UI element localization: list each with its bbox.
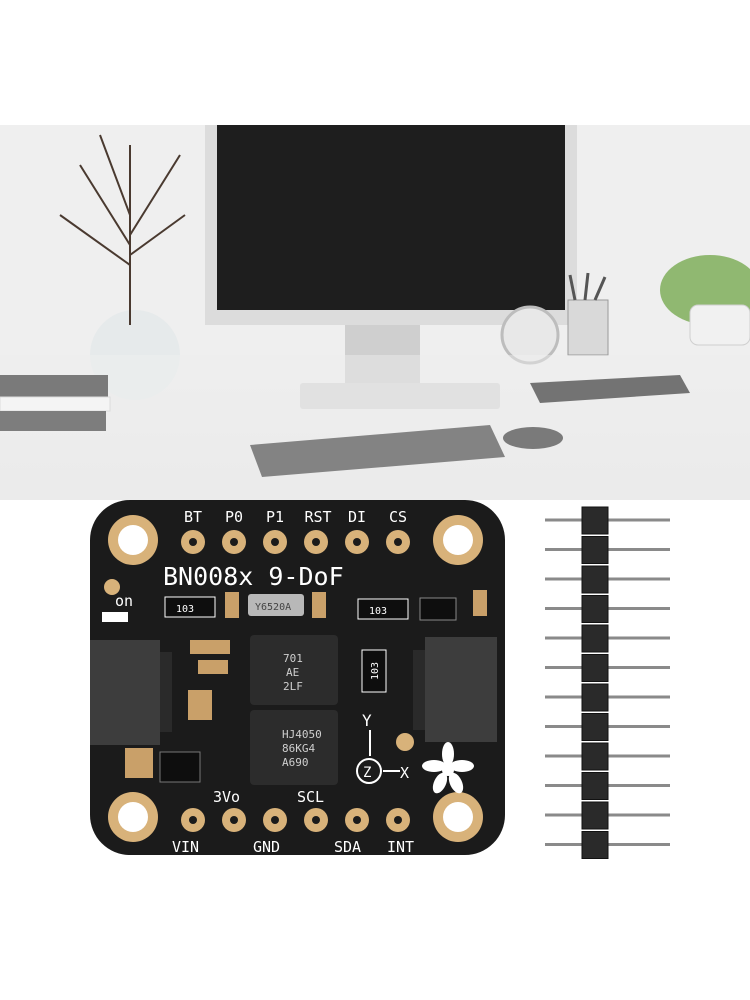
mounting-hole: [433, 792, 483, 842]
header-pin-block: [581, 831, 609, 859]
pin-label-vin: VIN: [172, 838, 199, 856]
header-pin-block: [581, 742, 609, 771]
board-title: BN008x 9-DoF: [163, 562, 344, 591]
axis-x-label: X: [400, 764, 409, 782]
desk-clock: [500, 305, 560, 365]
main-chip: [250, 635, 338, 705]
sensor-chip-line3: A690: [282, 756, 309, 769]
pin-header: [545, 506, 670, 859]
power-led: [102, 612, 128, 622]
pin-label-di: DI: [348, 508, 366, 526]
header-pin-block: [581, 624, 609, 653]
logo-icon: [422, 742, 474, 794]
pin-label-int: INT: [387, 838, 414, 856]
header-pin-block: [581, 772, 609, 800]
via-pad: [104, 579, 120, 595]
vertical-resistor: [361, 649, 387, 693]
capacitor: [473, 590, 487, 616]
header-pin-block: [581, 536, 609, 564]
axis-z-label: Z: [363, 765, 371, 781]
office-scene: [0, 125, 750, 500]
breakout-board: BT P0 P1 RST DI CS BN008x 9-DoF on 103 Y…: [90, 500, 505, 856]
pin-label-cs: CS: [389, 508, 407, 526]
header-pin-block: [581, 506, 609, 535]
header-pin-block: [581, 654, 609, 682]
header-pin-block: [581, 565, 609, 594]
axis-z-circle: [356, 758, 382, 784]
pin-label-3vo: 3Vo: [213, 788, 240, 806]
capacitor: [312, 592, 326, 618]
main-chip-line1: 701: [283, 652, 303, 665]
via-pad: [396, 733, 414, 751]
mounting-hole: [108, 515, 158, 565]
pin-label-bt: BT: [184, 508, 202, 526]
pin-label-scl: SCL: [297, 788, 324, 806]
small-ic: [419, 597, 457, 621]
pin-label-sda: SDA: [334, 838, 361, 856]
keyboard: [250, 425, 505, 477]
on-label: on: [115, 592, 133, 610]
branches: [59, 134, 186, 325]
sensor-chip-line2: 86KG4: [282, 742, 315, 755]
vase: [90, 310, 180, 400]
resistor-array-left: [164, 596, 216, 618]
resistor-left-label: 103: [176, 604, 194, 615]
sensor-chip-line1: HJ4050: [282, 728, 322, 741]
capacitor: [125, 748, 153, 778]
header-pin-block: [581, 595, 609, 623]
header-pin-block: [581, 713, 609, 741]
pen-cup: [567, 299, 609, 356]
pin-label-p0: P0: [225, 508, 243, 526]
scene-graphic: [0, 125, 750, 500]
main-chip-line2: AE: [286, 666, 299, 679]
capacitor: [198, 660, 228, 674]
header-pin-block: [581, 801, 609, 830]
monitor-screen: [205, 125, 575, 325]
pin-label-p1: P1: [266, 508, 284, 526]
crystal: [248, 594, 304, 616]
resistor-array-right: [357, 598, 409, 620]
sensor-chip: [250, 710, 338, 785]
axis-y-label: Y: [362, 711, 372, 730]
mounting-hole: [433, 515, 483, 565]
stemma-connector-left: [90, 640, 160, 745]
mouse: [503, 427, 563, 449]
capacitor: [188, 690, 212, 720]
capacitor: [190, 640, 230, 654]
pin-label-rst: RST: [304, 508, 331, 526]
regulator: [159, 751, 201, 783]
capacitor: [225, 592, 239, 618]
stemma-connector-right: [425, 637, 497, 742]
main-chip-line3: 2LF: [283, 680, 303, 693]
resistor-right-label: 103: [369, 606, 387, 617]
books: [0, 375, 108, 397]
vertical-resistor-label: 103: [370, 662, 381, 680]
notebook: [530, 375, 690, 403]
header-pin-block: [581, 683, 609, 712]
mounting-hole: [108, 792, 158, 842]
crystal-label: Y6520A: [255, 602, 291, 613]
pin-label-gnd: GND: [253, 838, 280, 856]
